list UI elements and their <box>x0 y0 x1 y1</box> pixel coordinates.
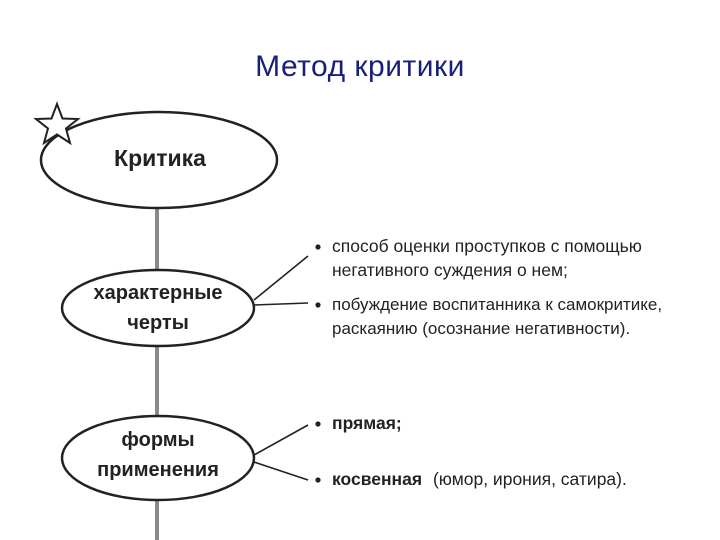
node-forms-label: формы применения <box>62 425 254 485</box>
forms-bullet-2: косвенная (юмор, ирония, сатира). <box>332 468 627 492</box>
features-bullet-1-line-2: негативного суждения о нем; <box>332 259 568 280</box>
features-bullet-2-line-2: раскаянию (осознание негативности). <box>332 318 631 338</box>
node-features-ellipse <box>60 268 256 348</box>
connector-forms-1 <box>253 424 309 456</box>
features-bullet-2-line-1: побуждение воспитанника к самокритике, <box>332 295 663 314</box>
bullet-dot <box>315 302 321 308</box>
node-forms-ellipse <box>60 414 256 502</box>
features-bullet-2: побуждение воспитанника к самокритике, р… <box>332 293 662 340</box>
forms-bullet-1-strong: прямая; <box>332 413 402 433</box>
bullet-dot <box>315 244 321 250</box>
node-forms-line-1: формы <box>121 429 195 451</box>
bullet-dot <box>315 421 321 427</box>
connector-forms-2 <box>253 461 309 481</box>
slide-title: Метод критики <box>255 50 465 83</box>
forms-bullet-2-strong: косвенная <box>332 469 423 489</box>
forms-bullet-2-rest: (юмор, ирония, сатира). <box>432 469 627 489</box>
bullet-dot <box>315 477 321 483</box>
node-criticism-ellipse <box>39 110 279 210</box>
node-features-line-2: черты <box>127 312 189 334</box>
node-features-line-1: характерные <box>93 282 223 304</box>
node-criticism-label: Критика <box>114 145 206 171</box>
features-bullet-1-line-1: способ оценки проступков с помощью <box>332 236 642 256</box>
star-icon <box>33 101 81 146</box>
connector-features-1 <box>253 255 309 301</box>
node-features-label: характерные черты <box>62 278 254 338</box>
forms-bullet-1: прямая; <box>332 412 402 436</box>
features-bullet-1: способ оценки проступков с помощью негат… <box>332 235 642 282</box>
node-forms-line-2: применения <box>97 459 219 481</box>
connector-features-2 <box>253 302 309 306</box>
